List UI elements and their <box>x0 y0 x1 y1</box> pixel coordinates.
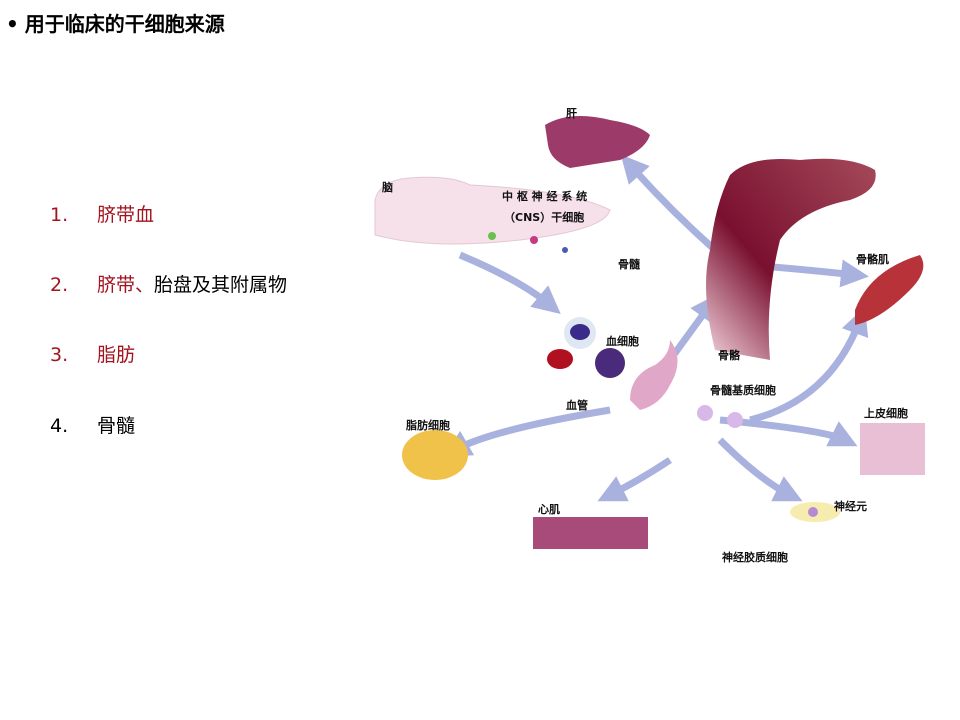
list-item: 1. 脐带血 <box>50 200 154 227</box>
label-blood-vessel: 血管 <box>566 399 588 412</box>
adipocyte-shape <box>402 430 468 480</box>
list-number: 4. <box>50 415 69 437</box>
slide-title-text: 用于临床的干细胞来源 <box>24 12 225 36</box>
label-bone: 骨骼 <box>718 349 740 362</box>
brain-shape <box>374 176 611 245</box>
list-text: 脐带血 <box>97 204 155 226</box>
list-number: 3. <box>50 344 69 366</box>
blood-vessel-shape <box>630 340 678 410</box>
bone-shape <box>706 158 876 360</box>
label-glial-cells: 神经胶质细胞 <box>722 551 788 564</box>
slide-title: •用于临床的干细胞来源 <box>6 8 225 37</box>
liver-shape <box>545 116 650 168</box>
list-text: 胎盘及其附属物 <box>154 274 288 296</box>
list-text: 脂肪 <box>97 344 136 366</box>
label-cardiac-muscle: 心肌 <box>538 503 560 516</box>
label-liver: 肝 <box>566 107 577 120</box>
cardiac-muscle-shape <box>533 517 648 549</box>
label-epithelial-cells: 上皮细胞 <box>864 407 908 420</box>
list-text: 骨髓 <box>97 415 136 437</box>
list-text: 脐带、 <box>97 274 155 296</box>
label-skeletal-muscle: 骨骼肌 <box>856 253 889 266</box>
list-item: 4. 骨髓 <box>50 411 135 438</box>
list-number: 2. <box>50 274 69 296</box>
stromal-cells <box>697 405 743 428</box>
list-number: 1. <box>50 204 69 226</box>
muscle-shape <box>855 255 924 325</box>
red-blood-cell <box>547 349 573 369</box>
label-cns-stem-cells: （CNS）干细胞 <box>504 211 585 224</box>
label-brain: 脑 <box>382 181 393 194</box>
label-adipocyte: 脂肪细胞 <box>406 419 450 432</box>
label-bone-marrow: 骨髓 <box>618 258 640 271</box>
epithelium-shape <box>860 423 925 475</box>
label-marrow-stromal-cells: 骨髓基质细胞 <box>710 384 776 397</box>
label-neuron: 神经元 <box>834 500 867 513</box>
stem-cell-diagram: 肝 脑 中 枢 神 经 系 统 （CNS）干细胞 骨髓 骨骼肌 血细胞 骨骼 骨… <box>370 100 930 570</box>
label-cns: 中 枢 神 经 系 统 <box>502 190 588 203</box>
blood-cell <box>595 348 625 378</box>
list-item: 2. 脐带、胎盘及其附属物 <box>50 270 287 297</box>
diagram-illustration <box>374 116 925 549</box>
list-item: 3. 脂肪 <box>50 340 135 367</box>
bullet: • <box>6 12 19 36</box>
label-blood-cells: 血细胞 <box>606 335 639 348</box>
neuron-shape <box>790 502 840 522</box>
